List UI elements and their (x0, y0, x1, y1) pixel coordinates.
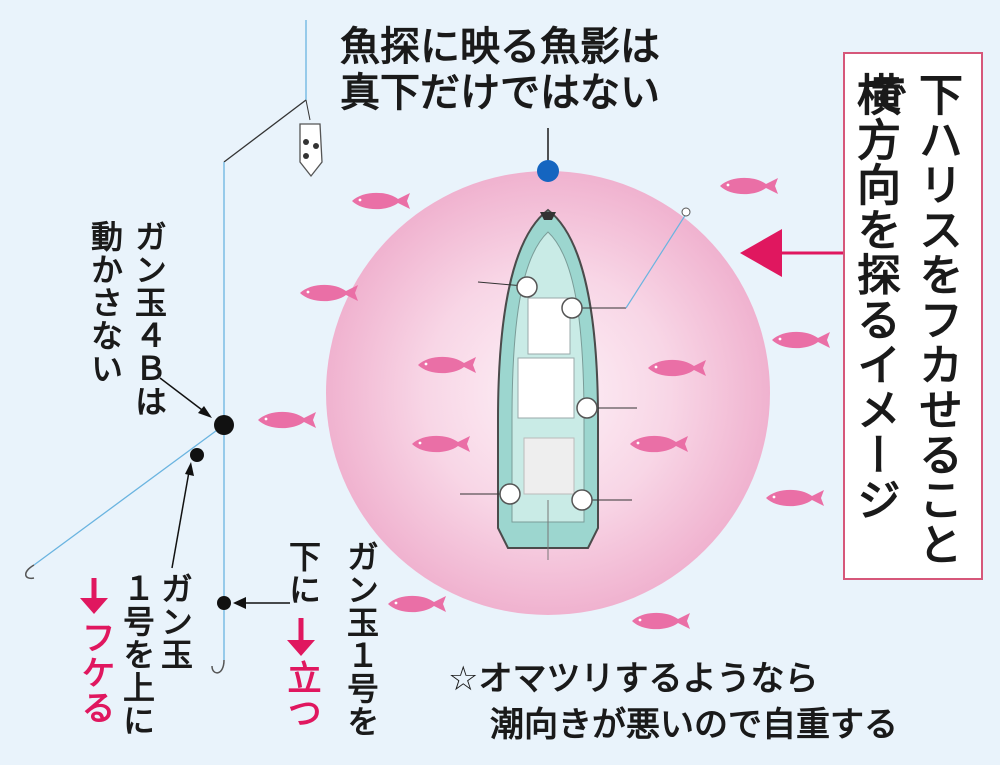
title-line-2: 真下だけではない (340, 70, 660, 116)
hook-icon (211, 659, 225, 674)
gantama-1-upper-icon (190, 448, 204, 462)
fishing-rig (25, 20, 323, 674)
label-gantama-1-up-line-2: １号を上に (118, 572, 156, 737)
fish-icon (352, 192, 410, 210)
label-tatsu: 立つ (281, 660, 321, 730)
label-gantama-1-down-line-1: ガン玉１号を (342, 540, 380, 738)
gantama-4b-icon (214, 415, 234, 435)
side-arrow (740, 229, 843, 277)
down-arrow-fukeru (80, 578, 108, 614)
sinker-cage-icon (299, 123, 323, 178)
title-line-1: 魚探に映る魚影は (340, 24, 660, 70)
fish-icon (720, 177, 778, 195)
down-arrow-tatsu (287, 618, 315, 656)
sinker-marker (537, 160, 559, 182)
fish-icon (772, 331, 830, 349)
hook-icon (25, 564, 35, 580)
fish-icon (388, 595, 446, 613)
bottom-note-line-1: ☆オマツリするようなら (448, 659, 819, 699)
label-gantama-4b-line-1: ガン玉４Ｂは (130, 220, 168, 418)
label-fukeru: フケる (75, 620, 115, 725)
fish-icon (766, 489, 824, 507)
side-note-line-1: 下ハリスをフカせることで (857, 72, 962, 567)
label-gantama-4b-line-2: 動かさない (86, 220, 124, 385)
rod-positions (460, 207, 691, 511)
label-gantama-1-up-line-1: ガン玉 (156, 572, 194, 671)
side-note-box: 下ハリスをフカせることで 横方向を探るイメージ (843, 52, 983, 580)
fish-icon (632, 612, 690, 630)
bottom-note-line-2: 潮向きが悪いので自重する (490, 705, 898, 745)
gantama-1-lower-icon (217, 596, 231, 610)
side-note-line-2: 横方向を探るイメージ (849, 72, 900, 522)
label-gantama-1-down-line-2: 下に (284, 540, 322, 606)
fish-icon (258, 411, 316, 429)
